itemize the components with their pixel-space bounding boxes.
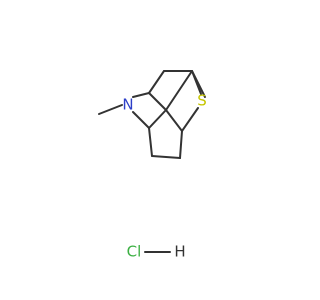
bond-center-c-s2 bbox=[165, 109, 183, 132]
atom-label-sulfur: S bbox=[197, 92, 207, 110]
atom-labels-group: N S Cl H bbox=[122, 92, 206, 261]
bond-c-lower-c-bl bbox=[148, 127, 153, 157]
bond-center-c-right bbox=[165, 70, 193, 111]
bonds-group bbox=[98, 70, 206, 253]
bond-c-upper-c-top bbox=[148, 70, 165, 94]
bond-center-c-lower bbox=[148, 109, 167, 129]
atom-label-hydrogen: H bbox=[174, 243, 185, 261]
bond-c-right-s bbox=[191, 70, 202, 95]
bond-s-c-lowerright bbox=[181, 107, 199, 132]
bond-n-c-lower bbox=[132, 111, 150, 129]
atom-label-nitrogen: N bbox=[122, 96, 133, 114]
bond-n-c-upper bbox=[132, 92, 150, 98]
bond-c-upper-center bbox=[148, 92, 167, 111]
bond-methyl-n bbox=[98, 104, 123, 115]
atom-label-chlorine: Cl bbox=[127, 243, 142, 261]
molecule-structure-diagram: N S Cl H bbox=[98, 70, 207, 261]
bond-c-br-c-lr bbox=[179, 130, 183, 159]
bond-c-bl-c-br bbox=[151, 155, 181, 159]
